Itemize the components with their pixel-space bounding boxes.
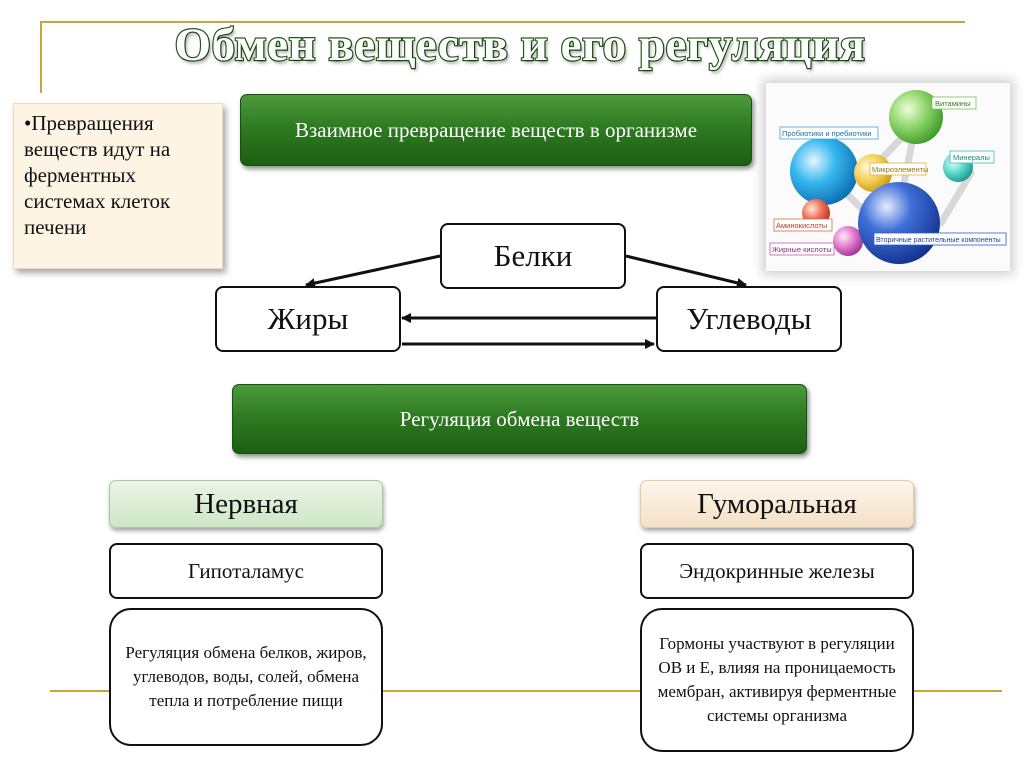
- nutrients-illustration: Витамины Пробиотики и пребиотики Микроэл…: [766, 83, 1010, 271]
- microelements-label: Микроэлементы: [872, 165, 929, 174]
- humoral-regulation-label: Гуморальная: [640, 480, 914, 528]
- node-carbohydrates: Углеводы: [656, 286, 842, 352]
- bottom-divider: [50, 690, 1002, 692]
- arrow-proteins-to-fats: [305, 254, 441, 288]
- nervous-regulation-label: Нервная: [109, 480, 383, 528]
- amino-acids-label: Аминокислоты: [776, 221, 827, 230]
- top-divider: [40, 21, 965, 23]
- hypothalamus-box: Гипоталамус: [109, 543, 383, 599]
- node-proteins: Белки: [440, 223, 626, 289]
- nutrients-molecule-icon: Витамины Пробиотики и пребиотики Микроэл…: [769, 90, 1007, 264]
- phyto-label: Вторичные растительные компоненты: [876, 237, 1001, 244]
- arrow-proteins-to-carbs: [625, 254, 747, 288]
- conversion-header: Взаимное превращение веществ в организме: [240, 94, 752, 166]
- vitamins-label: Витамины: [935, 99, 971, 108]
- probiotics-label: Пробиотики и пребиотики: [782, 129, 872, 138]
- node-fats: Жиры: [215, 286, 401, 352]
- regulation-header: Регуляция обмена веществ: [232, 384, 807, 454]
- liver-note: •Превращения веществ идут на ферментных …: [13, 103, 223, 269]
- fatty-acids-label: Жирные кислоты: [772, 245, 832, 254]
- endocrine-glands-box: Эндокринные железы: [640, 543, 914, 599]
- slide-title: Обмен веществ и его регуляция: [173, 18, 866, 72]
- minerals-label: Минералы: [953, 153, 990, 162]
- nervous-description: Регуляция обмена белков, жиров, углеводо…: [109, 608, 383, 746]
- humoral-description: Гормоны участвуют в регуляции ОВ и Е, вл…: [640, 608, 914, 752]
- left-divider: [40, 21, 42, 93]
